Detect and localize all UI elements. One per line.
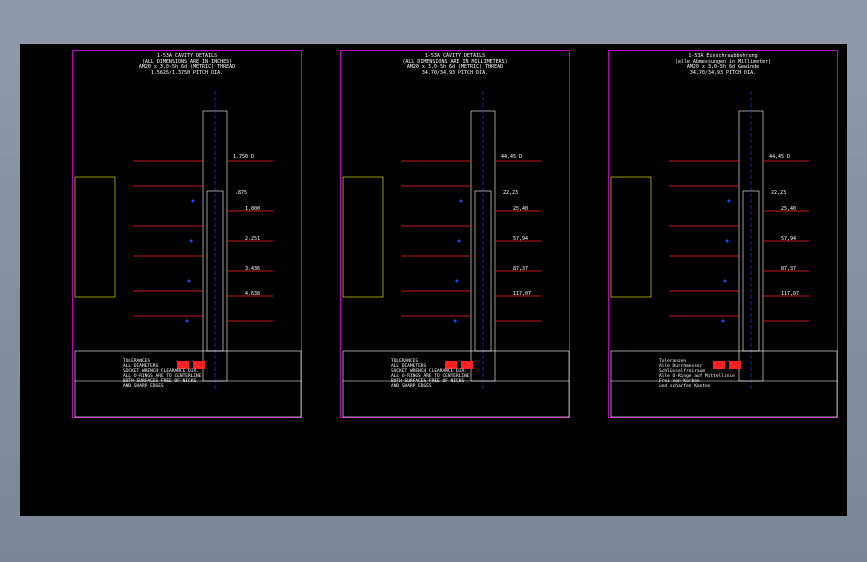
dimension-label: 3.436 (245, 266, 261, 272)
sheet-notes: TOLERANCES ALL DIAMETERS SOCKET WRENCH C… (123, 359, 202, 389)
sheet-title: 1-53A CAVITY DETAILS (ALL DIMENSIONS ARE… (138, 53, 236, 76)
dimension-label: 44,45 D (501, 154, 523, 160)
dimension-label: .875 (235, 190, 248, 196)
drawing-sheet-3[interactable]: 1-53A Einschraubbohrung (alle Abmessunge… (608, 50, 838, 418)
drawing-sheet-1[interactable]: 1-53A CAVITY DETAILS (ALL DIMENSIONS ARE… (72, 50, 302, 418)
dimension-label: 1.750 D (233, 154, 255, 160)
sheet-notes: Toleranzen Alle Durchmesser Schlüsselfre… (659, 359, 735, 389)
cavity-drawing-2 (342, 91, 570, 418)
dimension-label: 22,23 (503, 190, 519, 196)
sheet-notes: TOLERANCES ALL DIAMETERS SOCKET WRENCH C… (391, 359, 470, 389)
dimension-label: 44,45 D (769, 154, 791, 160)
dimension-label: 87,37 (513, 266, 529, 272)
dimension-label: 25,40 (781, 206, 797, 212)
dimension-label: 25,40 (513, 206, 529, 212)
dimension-label: 117,07 (513, 291, 532, 297)
dimension-label: 2.251 (245, 236, 261, 242)
sheet-title: 1-53A CAVITY DETAILS (ALL DIMENSIONS ARE… (402, 53, 508, 76)
cavity-drawing-3 (610, 91, 838, 418)
dimension-label: 1.000 (245, 206, 261, 212)
drawing-sheet-2[interactable]: 1-53A CAVITY DETAILS (ALL DIMENSIONS ARE… (340, 50, 570, 418)
dimension-label: 57,94 (781, 236, 797, 242)
dimension-label: 22,23 (771, 190, 787, 196)
cad-canvas[interactable]: 1-53A CAVITY DETAILS (ALL DIMENSIONS ARE… (20, 44, 847, 516)
dimension-label: 117,07 (781, 291, 800, 297)
sheet-title: 1-53A Einschraubbohrung (alle Abmessunge… (674, 53, 772, 76)
dimension-label: 57,94 (513, 236, 529, 242)
cavity-drawing-1 (74, 91, 302, 418)
dimension-label: 4.638 (245, 291, 261, 297)
dimension-label: 87,37 (781, 266, 797, 272)
